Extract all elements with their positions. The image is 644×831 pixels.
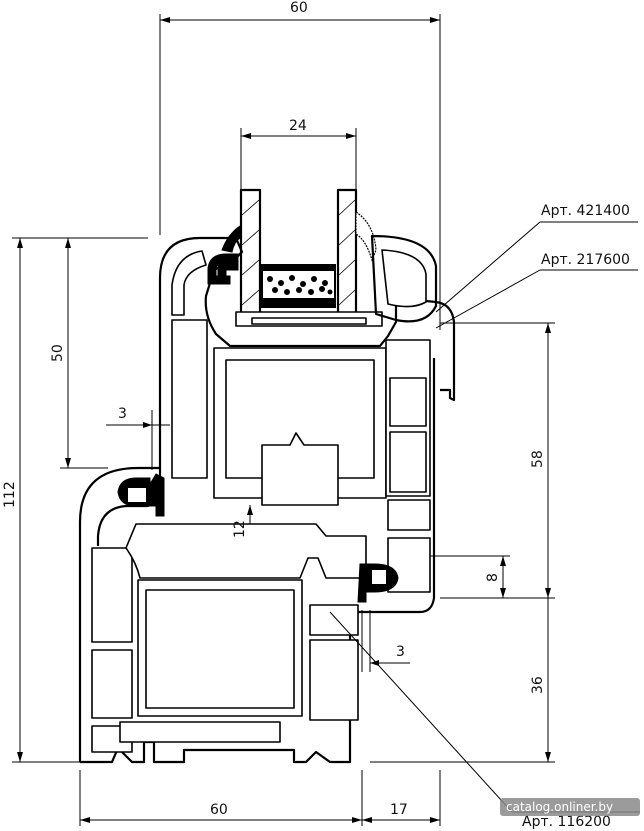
dim-bottom-width: 60 — [210, 802, 228, 818]
sash-rebate-gasket — [207, 253, 239, 285]
ref-label-3: Арт. 116200 — [522, 814, 611, 830]
outer-glazing-gasket — [355, 210, 377, 262]
part-references: Арт. 421400 Арт. 217600 Арт. 116200 — [522, 203, 630, 830]
watermark-text: catalog.onliner.by — [506, 800, 613, 814]
ref-label-1: Арт. 421400 — [541, 203, 630, 219]
dim-gap-left: 3 — [118, 406, 127, 422]
dim-bottom-17: 17 — [390, 802, 408, 818]
dim-total-height: 112 — [2, 481, 18, 508]
dim-bottom-height: 36 — [530, 676, 546, 694]
dim-overlap: 12 — [232, 520, 248, 538]
dim-gap-right: 3 — [396, 644, 405, 660]
sash-profile — [158, 234, 456, 506]
dim-small-8: 8 — [485, 573, 501, 582]
glass-unit — [221, 188, 383, 327]
dimension-labels: 60 24 112 50 3 12 58 8 36 3 60 17 — [2, 0, 546, 818]
dim-frame-height: 58 — [530, 450, 546, 468]
watermark: catalog.onliner.by — [500, 798, 640, 816]
dim-sash-height: 50 — [50, 344, 66, 362]
dim-top-width: 60 — [290, 0, 308, 16]
dim-glass-width: 24 — [289, 118, 307, 134]
ref-label-2: Арт. 217600 — [541, 252, 630, 268]
rebate-gaskets — [117, 253, 399, 603]
